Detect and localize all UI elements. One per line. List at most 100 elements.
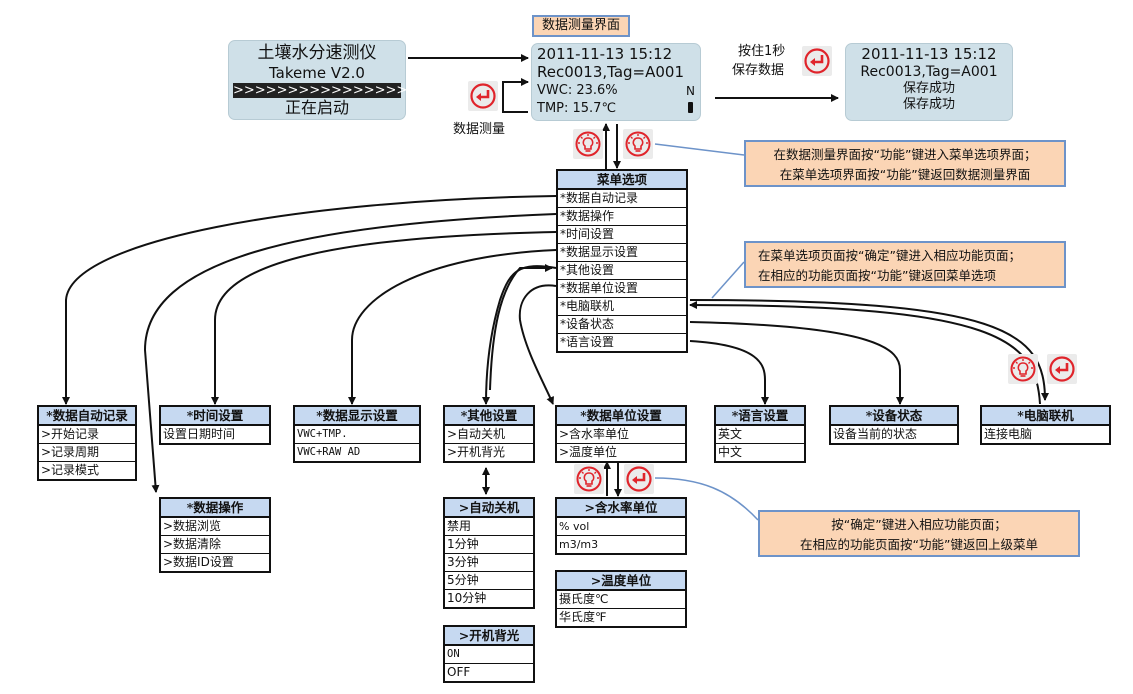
- menu-item-pc[interactable]: *电脑联机: [558, 297, 686, 315]
- callout-line-2: [711, 261, 745, 299]
- submenu-item[interactable]: 中文: [716, 443, 804, 461]
- lightbulb-icon: [623, 129, 653, 159]
- submenu-temp-unit: >温度单位 摄氏度℃ 华氏度℉: [555, 570, 687, 628]
- note-line: 在相应的功能页面按“功能”键返回菜单选项: [758, 268, 996, 283]
- saved-screen: 2011-11-13 15:12 Rec0013,Tag=A001 保存成功 保…: [845, 43, 1013, 121]
- submenu-title: >自动关机: [445, 499, 533, 517]
- enter-key-icon: [802, 46, 832, 76]
- measure-vwc: VWC: 23.6%: [537, 83, 618, 98]
- note-line: 在数据测量界面按“功能”键进入菜单选项界面；: [773, 147, 1037, 162]
- submenu-item[interactable]: >开始记录: [39, 425, 135, 443]
- boot-status: 正在启动: [284, 98, 349, 117]
- save-hint-line2: 保存数据: [732, 63, 785, 78]
- submenu-item[interactable]: >开机背光: [445, 443, 533, 461]
- submenu-item[interactable]: 华氏度℉: [557, 608, 685, 626]
- submenu-pc: *电脑联机 连接电脑: [980, 405, 1111, 445]
- submenu-item[interactable]: 英文: [716, 425, 804, 443]
- boot-title: 土壤水分速测仪: [257, 43, 377, 63]
- saved-status-2: 保存成功: [902, 97, 955, 112]
- submenu-item[interactable]: >数据浏览: [161, 517, 269, 535]
- submenu-title: *数据显示设置: [295, 407, 419, 425]
- submenu-device: *设备状态 设备当前的状态: [829, 405, 959, 445]
- menu-item-other[interactable]: *其他设置: [558, 261, 686, 279]
- submenu-title: *时间设置: [161, 407, 269, 425]
- menu-item-device[interactable]: *设备状态: [558, 315, 686, 333]
- submenu-item[interactable]: 设备当前的状态: [831, 425, 957, 443]
- measure-status-flag: N: [686, 84, 695, 98]
- submenu-item[interactable]: >记录周期: [39, 443, 135, 461]
- battery-icon: [688, 102, 693, 113]
- submenu-auto-off: >自动关机 禁用 1分钟 3分钟 5分钟 10分钟: [443, 497, 535, 609]
- submenu-item[interactable]: >记录模式: [39, 461, 135, 479]
- arrow-device: [689, 321, 904, 405]
- submenu-item[interactable]: m3/m3: [557, 535, 685, 553]
- submenu-time: *时间设置 设置日期时间: [159, 405, 271, 445]
- submenu-item[interactable]: 5分钟: [445, 571, 533, 589]
- submenu-title: >开机背光: [445, 627, 533, 645]
- submenu-title: >温度单位: [557, 572, 685, 590]
- submenu-item[interactable]: % vol: [557, 517, 685, 535]
- measure-tmp: TMP: 15.7℃: [537, 101, 617, 116]
- submenu-item[interactable]: 设置日期时间: [161, 425, 269, 443]
- arrow-time: [211, 231, 557, 405]
- submenu-item[interactable]: >温度单位: [557, 443, 685, 461]
- submenu-item[interactable]: >自动关机: [445, 425, 533, 443]
- arrow-pc-back: [689, 301, 1041, 405]
- submenu-title: *数据自动记录: [39, 407, 135, 425]
- submenu-moisture-unit: >含水率单位 % vol m3/m3: [555, 497, 687, 555]
- submenu-display: *数据显示设置 VWC+TMP. VWC+RAW AD: [293, 405, 421, 463]
- submenu-title: *其他设置: [445, 407, 533, 425]
- submenu-units: *数据单位设置 >含水率单位 >温度单位: [555, 405, 687, 463]
- submenu-title: >含水率单位: [557, 499, 685, 517]
- submenu-item[interactable]: VWC+RAW AD: [295, 443, 419, 461]
- arrow-units: [518, 284, 557, 405]
- submenu-auto-record: *数据自动记录 >开始记录 >记录周期 >记录模式: [37, 405, 137, 481]
- arrow-auto-record: [62, 195, 557, 405]
- menu-item-data-ops[interactable]: *数据操作: [558, 207, 686, 225]
- note-line: 在菜单选项界面按“功能”键返回数据测量界面: [779, 167, 1031, 182]
- arrow-display: [348, 249, 557, 405]
- submenu-item[interactable]: 禁用: [445, 517, 533, 535]
- menu-item-language[interactable]: *语言设置: [558, 333, 686, 351]
- submenu-other: *其他设置 >自动关机 >开机背光: [443, 405, 535, 463]
- submenu-item[interactable]: >数据ID设置: [161, 553, 269, 571]
- enter-key-icon: [1047, 354, 1077, 384]
- measure-record: Rec0013,Tag=A001: [537, 63, 685, 81]
- submenu-item[interactable]: VWC+TMP.: [295, 425, 419, 443]
- submenu-title: *数据单位设置: [557, 407, 685, 425]
- submenu-item[interactable]: >数据清除: [161, 535, 269, 553]
- note-line: 在菜单选项页面按“确定”键进入相应功能页面；: [758, 248, 1021, 263]
- enter-key-icon: [468, 81, 498, 111]
- lightbulb-icon: [574, 464, 604, 494]
- note-menu-toggle: 在数据测量界面按“功能”键进入菜单选项界面； 在菜单选项界面按“功能”键返回数据…: [744, 140, 1066, 187]
- submenu-item[interactable]: 10分钟: [445, 589, 533, 607]
- submenu-title: *数据操作: [161, 499, 269, 517]
- submenu-item[interactable]: 3分钟: [445, 553, 533, 571]
- measure-screen: 2011-11-13 15:12 Rec0013,Tag=A001 VWC: 2…: [531, 43, 701, 121]
- menu-item-time[interactable]: *时间设置: [558, 225, 686, 243]
- enter-key-icon: [624, 464, 654, 494]
- submenu-language: *语言设置 英文 中文: [714, 405, 806, 463]
- menu-item-units[interactable]: *数据单位设置: [558, 279, 686, 297]
- boot-version: Takeme V2.0: [269, 64, 365, 82]
- submenu-item[interactable]: ON: [445, 645, 533, 663]
- menu-item-display[interactable]: *数据显示设置: [558, 243, 686, 261]
- measure-datetime: 2011-11-13 15:12: [537, 45, 673, 63]
- submenu-item[interactable]: 摄氏度℃: [557, 590, 685, 608]
- boot-progress: >>>>>>>>>>>>>>>>: [233, 83, 408, 98]
- boot-screen: 土壤水分速测仪 Takeme V2.0 >>>>>>>>>>>>>>>> 正在启…: [228, 40, 408, 120]
- measure-screen-title: 数据测量界面: [532, 15, 630, 37]
- submenu-item[interactable]: OFF: [445, 663, 533, 681]
- submenu-item[interactable]: 连接电脑: [982, 425, 1109, 443]
- submenu-title: *语言设置: [716, 407, 804, 425]
- saved-datetime: 2011-11-13 15:12: [861, 45, 997, 63]
- save-hint-line1: 按住1秒: [738, 44, 786, 59]
- submenu-item[interactable]: >含水率单位: [557, 425, 685, 443]
- callout-line-1: [654, 143, 745, 156]
- arrow-language: [689, 340, 769, 405]
- main-menu-title: 菜单选项: [558, 171, 686, 189]
- submenu-item[interactable]: 1分钟: [445, 535, 533, 553]
- saved-status-1: 保存成功: [902, 81, 955, 96]
- menu-item-auto-record[interactable]: *数据自动记录: [558, 189, 686, 207]
